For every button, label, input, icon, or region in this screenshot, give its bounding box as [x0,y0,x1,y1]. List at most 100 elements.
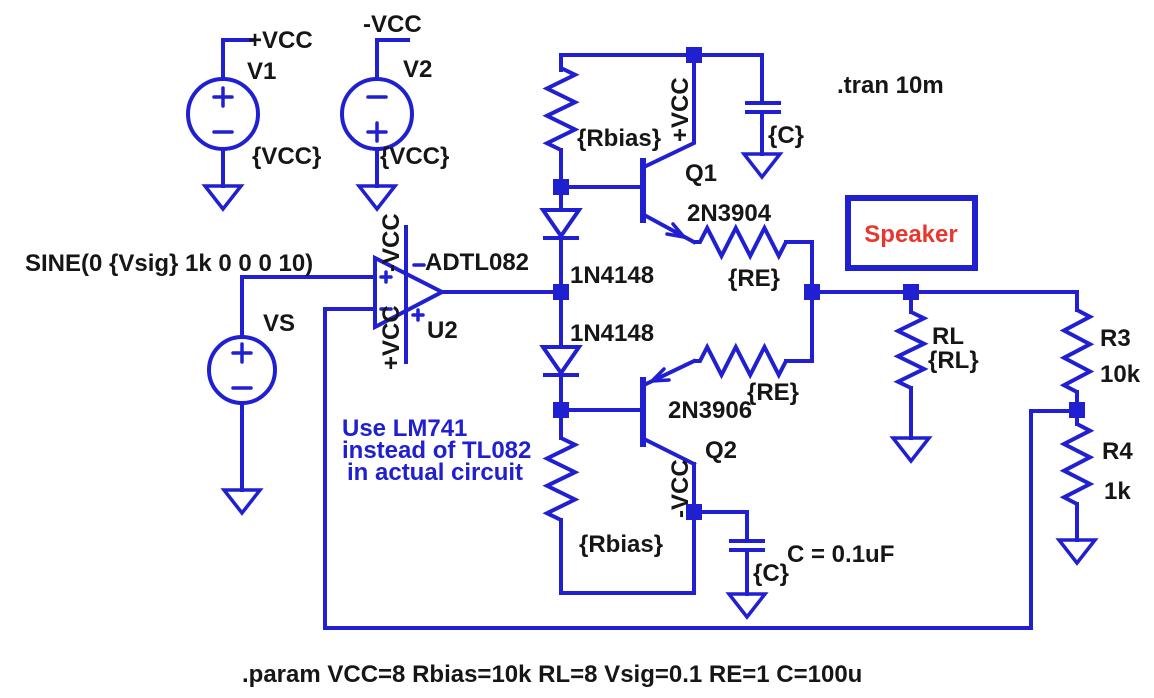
junction-dot [1069,402,1085,418]
wire-re-top-right[interactable] [784,240,814,294]
c-top-plates [745,101,781,114]
note-line3[interactable]: in actual circuit [347,459,523,486]
voltage-source-v1[interactable] [186,77,260,151]
resistor-rbias-top[interactable] [542,66,580,152]
ground-v2[interactable] [355,184,399,212]
vs-sine-label[interactable]: SINE(0 {Vsig} 1k 0 0 0 10) [25,250,313,277]
opamp-part-label[interactable]: ADTL082 [425,249,529,276]
v2-ref-label[interactable]: V2 [403,56,432,83]
resistor-re-top[interactable] [694,223,788,261]
wire-v1-net-stub[interactable] [221,38,254,81]
vplus-pin-mark [411,308,425,322]
r4-ref-label[interactable]: R4 [1102,438,1133,465]
d2-part-label[interactable]: 1N4148 [570,320,654,347]
wire-output-rail[interactable] [810,290,1079,312]
ground-v1[interactable] [201,184,245,212]
wire-rbias-bottom-rail[interactable] [559,462,696,595]
resistor-r3[interactable] [1059,308,1095,394]
vs-ref-label[interactable]: VS [263,310,295,337]
transistor-q2[interactable] [640,358,697,467]
junction-dot [553,402,569,418]
re-bottom-value-label[interactable]: {RE} [747,379,799,406]
vs-body [207,335,277,405]
v1-value-label[interactable]: {VCC} [252,143,321,170]
q2-emitter-arrow-icon [647,367,671,384]
q2-part-label[interactable]: 2N3906 [668,397,752,424]
q2-ref-label[interactable]: Q2 [705,437,737,464]
resistor-re-bottom[interactable] [694,342,788,380]
ground-cap-bottom[interactable] [725,592,769,620]
plus-input-mark [379,270,393,284]
resistor-r4[interactable] [1059,422,1095,506]
wires [221,38,1079,630]
opamp-vminus-net-label[interactable]: -VCC [378,213,405,272]
param-directive[interactable]: .param VCC=8 Rbias=10k RL=8 Vsig=0.1 RE=… [242,661,862,688]
c-bottom-plates [729,539,765,552]
junction-dot [804,284,820,300]
v2-body [340,77,414,151]
opamp-ref-label[interactable]: U2 [427,317,458,344]
note-line1[interactable]: Use LM741 [342,415,467,442]
v1-net-label[interactable]: +VCC [248,27,313,54]
note-line2[interactable]: instead of TL082 [342,437,531,464]
r3-ref-label[interactable]: R3 [1100,325,1131,352]
junction-dot [903,284,919,300]
plus-mark [231,342,253,364]
resistor-rl[interactable] [893,310,929,390]
opamp-u2[interactable] [373,225,447,364]
resistor-rbias-bottom[interactable] [542,436,580,522]
r3-value-label[interactable]: 10k [1100,361,1141,388]
q1-part-label[interactable]: 2N3904 [687,200,772,227]
capacitor-c-bottom[interactable] [729,539,765,552]
v1-ref-label[interactable]: V1 [247,58,276,85]
rbias-bottom-value-label[interactable]: {Rbias} [579,531,663,558]
q1-emitter-arrow-icon [665,222,689,240]
voltage-source-vs[interactable] [207,335,277,405]
opamp-triangle [373,254,447,331]
wire-v2-net-stub[interactable] [375,38,410,81]
cap-bottom-value-label[interactable]: {C} [753,560,789,587]
plus-mark [366,121,388,143]
ground-cap-top[interactable] [740,152,784,180]
q2-collector-net-label[interactable]: -VCC [667,459,694,518]
voltage-source-v2[interactable] [340,77,414,151]
v2-value-label[interactable]: {VCC} [380,143,449,170]
v2-net-label[interactable]: -VCC [363,11,422,38]
wire-top-rail[interactable] [559,53,764,72]
transistor-q1[interactable] [640,53,697,245]
cap-top-value-label[interactable]: {C} [768,122,804,149]
q2-collector [643,437,697,467]
d1-part-label[interactable]: 1N4148 [570,262,654,289]
cap-value-note[interactable]: C = 0.1uF [787,541,894,568]
wire-re-bottom-right[interactable] [784,290,814,363]
speaker-box[interactable]: Speaker [845,195,978,271]
q1-collector [643,53,696,169]
wire-vs-to-opamp-plus[interactable] [240,275,377,339]
rbias-top-value-label[interactable]: {Rbias} [577,125,661,152]
opamp-vplus-net-label[interactable]: +VCC [378,305,405,370]
wire-neg-rail-to-cap[interactable] [692,510,749,541]
diode-d1[interactable] [539,208,583,240]
d1-triangle [539,208,583,240]
ground-rl[interactable] [889,436,933,464]
q1-ref-label[interactable]: Q1 [685,160,717,187]
junction-dot [686,504,702,520]
speaker-rect [845,195,978,271]
wire-feedback[interactable] [323,307,1079,630]
rl-value-label[interactable]: {RL} [928,347,979,374]
re-top-value-label[interactable]: {RE} [728,265,780,292]
junction-dot [553,284,569,300]
capacitor-c-top[interactable] [745,101,781,114]
junction-dot [553,179,569,195]
rl-ref-label[interactable]: RL [932,323,964,350]
tran-directive[interactable]: .tran 10m [837,72,944,99]
q1-collector-net-label[interactable]: +VCC [667,77,694,142]
ground-r4[interactable] [1055,538,1099,566]
d2-triangle [539,345,583,377]
junction-dots [553,47,1085,520]
ground-vs[interactable] [220,488,264,516]
diode-d2[interactable] [539,345,583,377]
labels: +VCC V1 {VCC} -VCC V2 {VCC} VS SINE(0 {V… [25,11,1141,688]
r4-value-label[interactable]: 1k [1104,478,1131,505]
